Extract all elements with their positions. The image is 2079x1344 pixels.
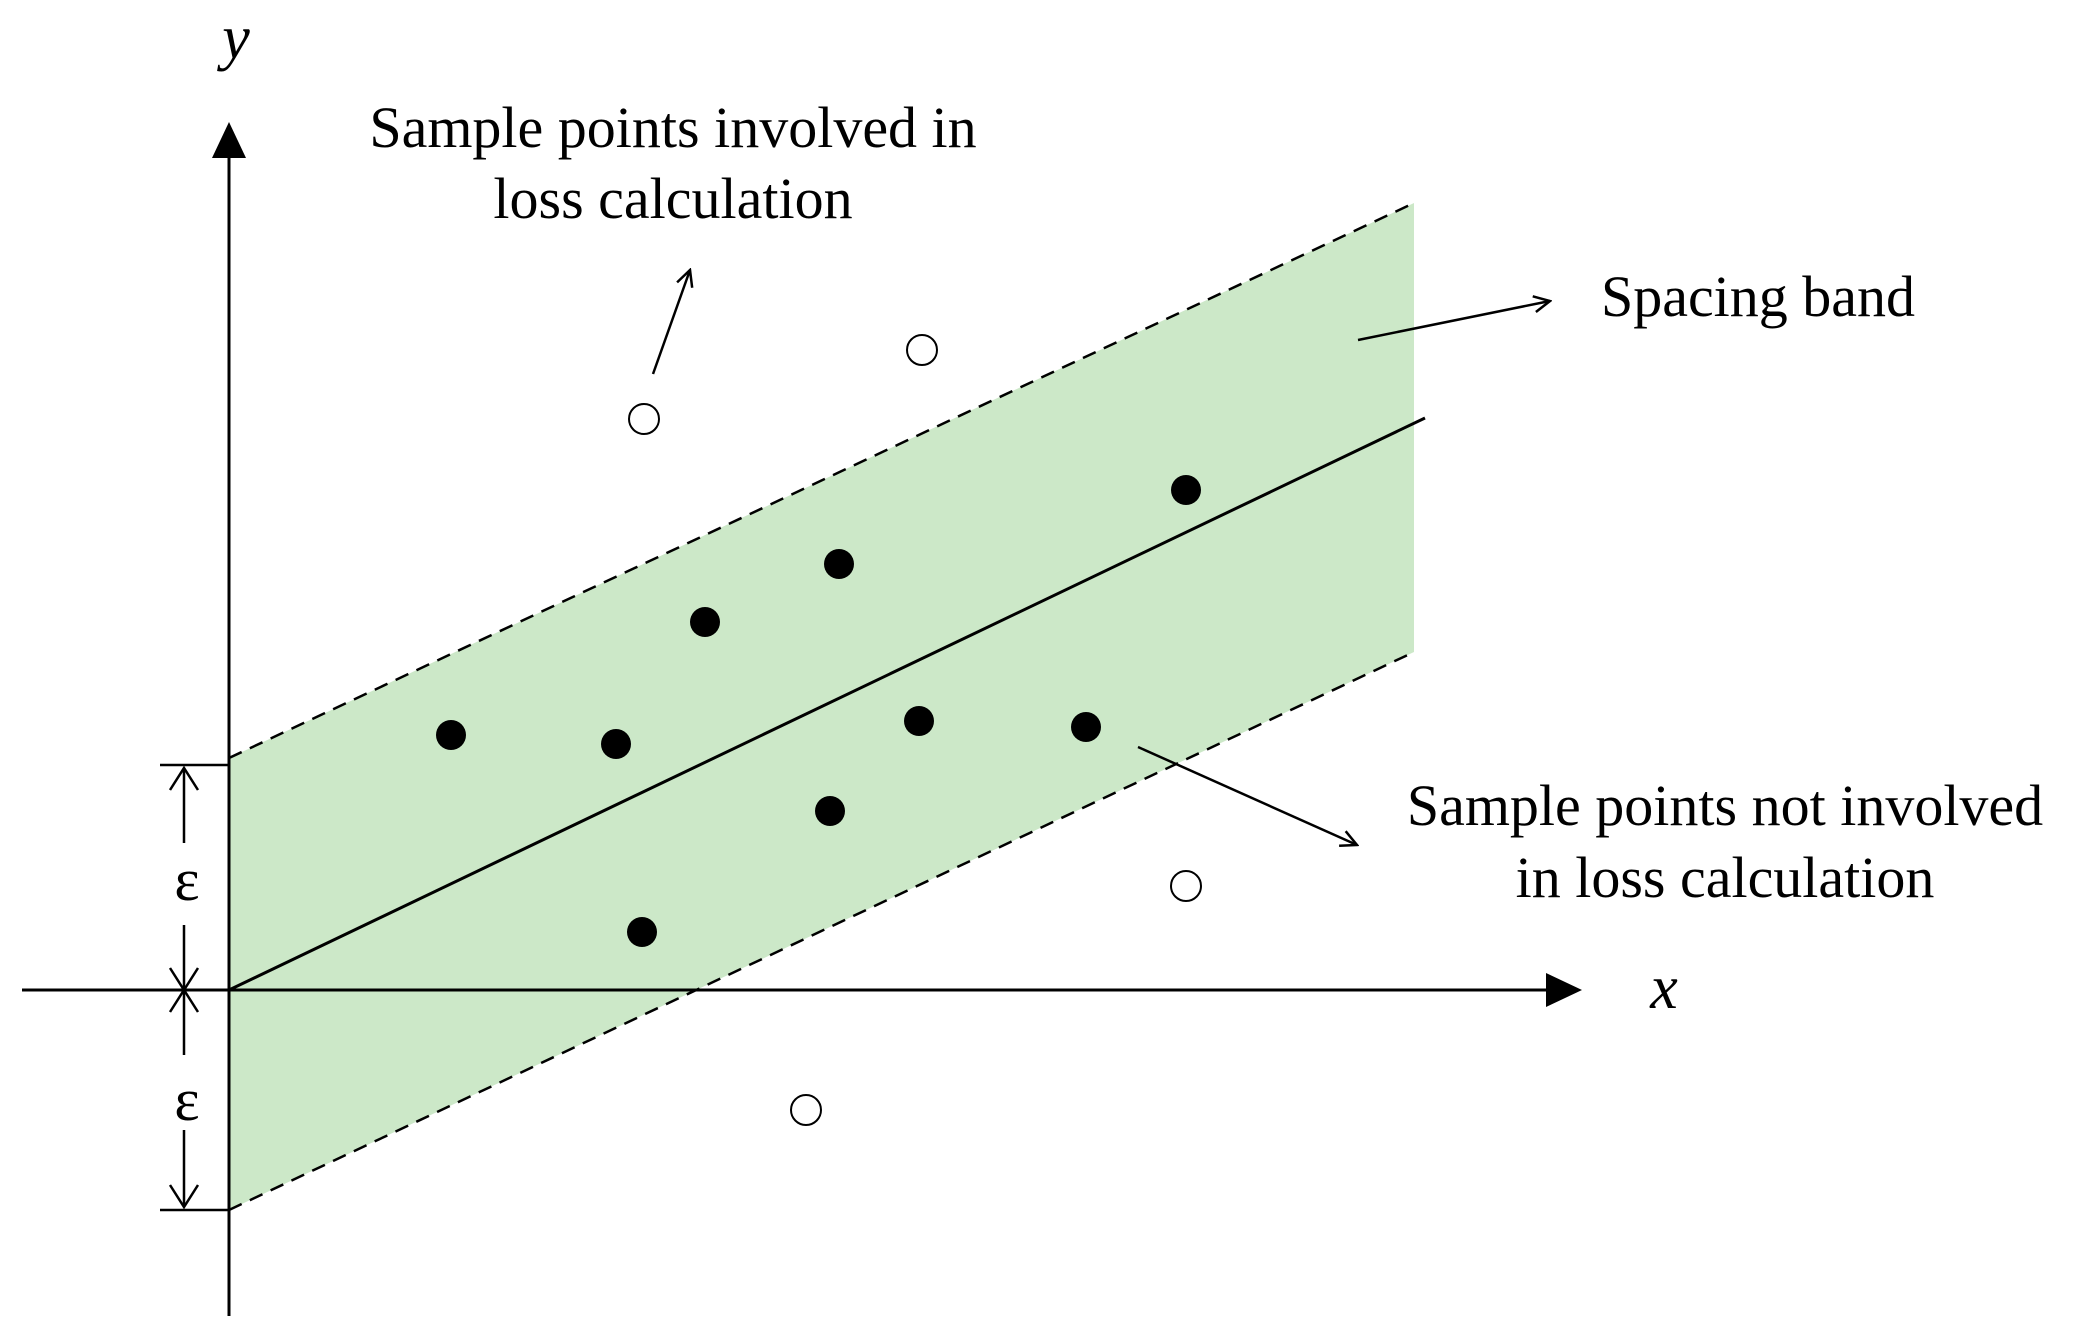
inside-point [627,917,657,947]
not-involved-points-label-line1: Sample points not involved [1407,773,2043,838]
x-axis-label: x [1649,954,1678,1022]
involved-points-arrow [651,270,690,375]
inside-point [601,729,631,759]
involved-points-label-line1: Sample points involved in [369,95,976,160]
spacing-band-label: Spacing band [1601,264,1915,329]
epsilon-dimension [160,763,229,1212]
regression-line [228,416,1426,992]
points-inside-band [436,475,1201,947]
y-axis-label: y [216,4,250,72]
involved-points-label-line2: loss calculation [493,166,852,231]
y-axis-arrowhead [212,122,246,158]
epsilon-lower-label: ε [174,1067,199,1133]
spacing-band-arrow [1357,301,1550,342]
points-outside-band [628,334,1202,1126]
not-involved-points-label-line2: in loss calculation [1516,845,1935,910]
outside-point [906,334,938,366]
inside-point [1071,712,1101,742]
outside-point [628,403,660,435]
not-involved-points-arrow [1137,745,1357,845]
inside-point [824,549,854,579]
inside-point [1171,475,1201,505]
outside-point [790,1094,822,1126]
epsilon-upper-label: ε [174,847,199,913]
inside-point [690,607,720,637]
band-upper-boundary [228,201,1415,760]
inside-point [815,796,845,826]
x-axis-arrowhead [1546,973,1582,1007]
inside-point [904,706,934,736]
band-lower-boundary [228,650,1415,1212]
outside-point [1170,870,1202,902]
inside-point [436,720,466,750]
